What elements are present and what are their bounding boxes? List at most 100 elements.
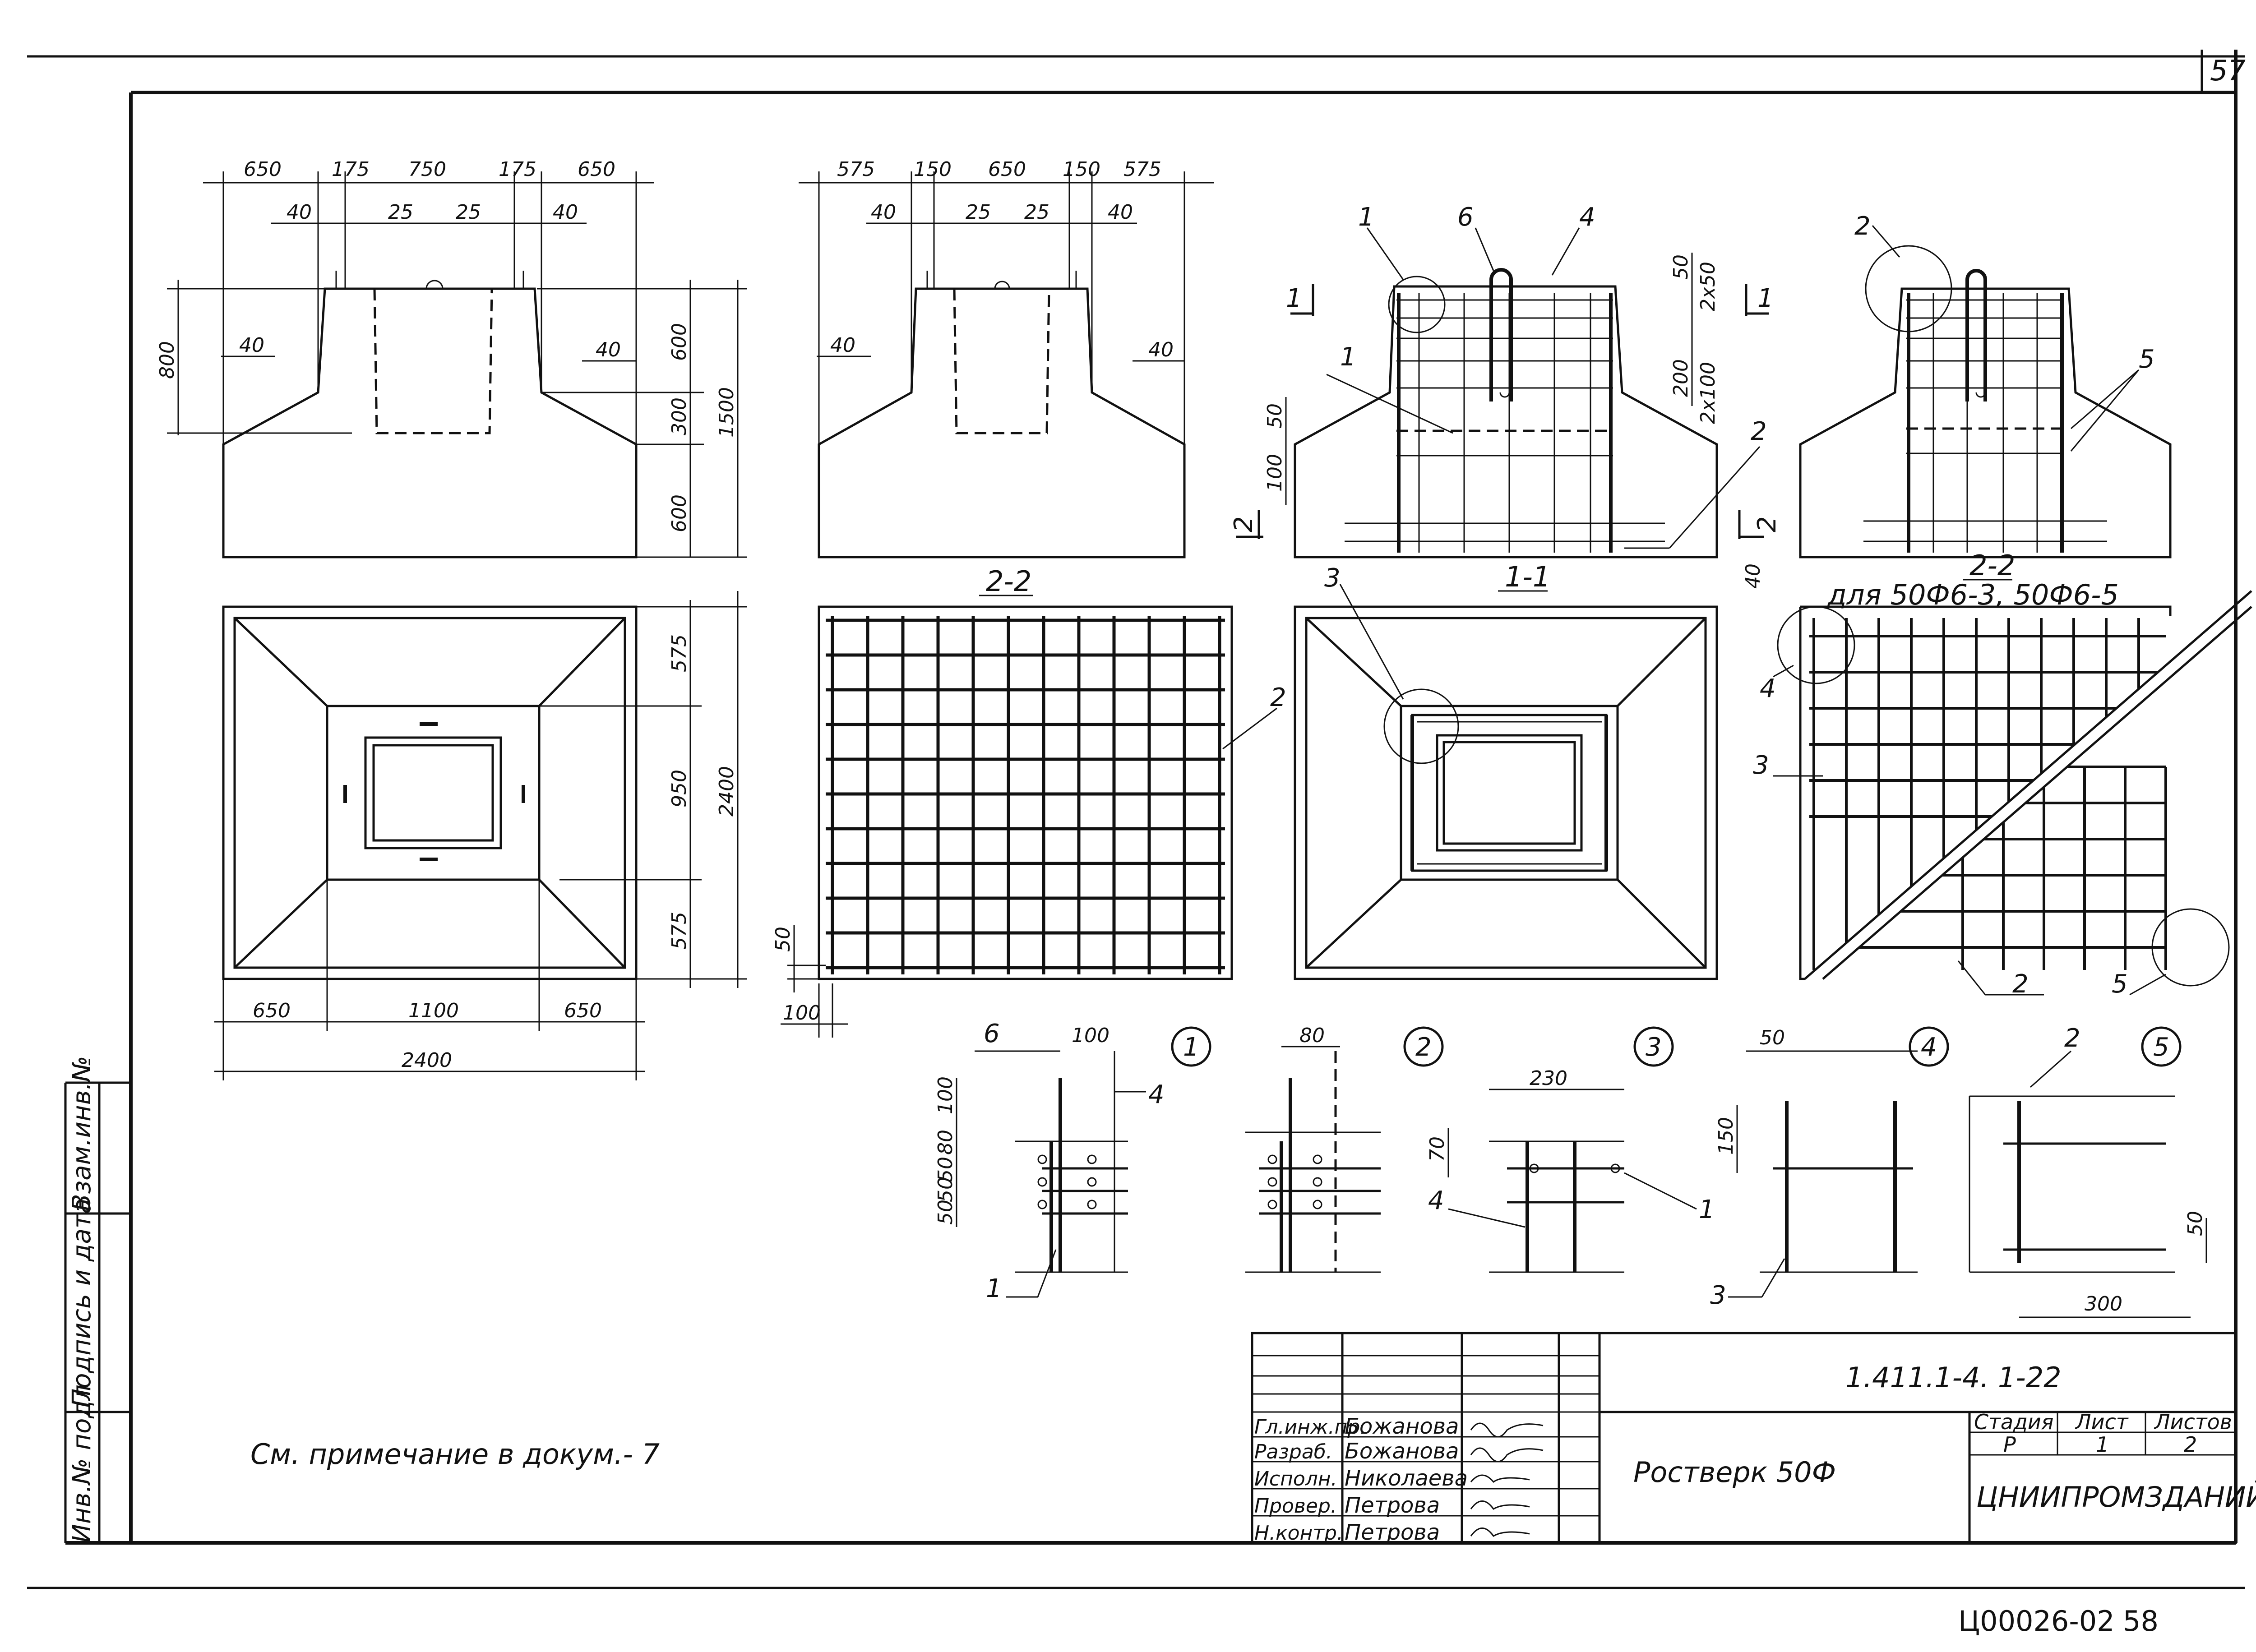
detail-1: 1 6 4 1 100 100 80 50 50 50: [934, 1019, 1211, 1303]
section-mark-2-left: 2: [1229, 516, 1258, 532]
leader-4-detail-3: 4: [1428, 1186, 1444, 1215]
dim-100-mesh: 100: [783, 1001, 821, 1024]
margin-inv-podl: Инв.№ подл: [67, 1384, 97, 1543]
dim-c-200: 200: [1669, 359, 1692, 397]
margin-signature-date: Подпись и дата: [67, 1198, 97, 1407]
detail-1-dim-50c: 50: [934, 1200, 957, 1225]
leader-3-c: 3: [1324, 563, 1341, 593]
sheets-value: 2: [2184, 1432, 2197, 1457]
leader-6-detail: 6: [984, 1019, 1000, 1048]
detail-4: 4 50 150 3: [1710, 1026, 1949, 1310]
dim-575-left: 575: [837, 158, 875, 181]
leader-1-detail: 1: [986, 1274, 1002, 1303]
dim-c-40: 40: [1742, 563, 1765, 589]
dim-40-d: 40: [1108, 201, 1133, 224]
dim-25-c: 25: [966, 201, 991, 224]
dim-800-left: 800: [156, 341, 179, 379]
stage-header: Стадия: [1974, 1410, 2053, 1434]
leader-1-c-mid: 1: [1340, 342, 1356, 372]
name-4: Петрова: [1345, 1493, 1440, 1518]
dim-650-bl: 650: [253, 999, 291, 1022]
name-5: Петрова: [1345, 1520, 1440, 1545]
leader-4-detail: 4: [1148, 1080, 1165, 1109]
detail-3: 3 230 70 4 1: [1426, 1026, 1715, 1273]
dim-1100: 1100: [408, 999, 459, 1022]
detail-1-dim-50b: 50: [934, 1177, 957, 1202]
detail-1-dim-100-top: 100: [1072, 1024, 1110, 1047]
dim-40-b-left: 40: [830, 334, 855, 357]
leader-2-d-plan: 2: [2012, 969, 2029, 999]
stage-value: Р: [2003, 1432, 2016, 1457]
plan-view-d: для 50Ф6-3, 50Ф6-5 4 3 2 5: [1753, 578, 2252, 999]
detail-3-dim-230: 230: [1530, 1067, 1567, 1090]
dim-600-top: 600: [668, 323, 691, 361]
dim-150-right: 150: [1063, 158, 1100, 181]
caption-1-1: 1-1: [1505, 560, 1550, 593]
dim-40-c: 40: [871, 201, 896, 224]
section-mark-1-right: 1: [1757, 284, 1774, 313]
dim-575-right: 575: [1123, 158, 1161, 181]
section-view-c: 1 6 4 1 2 1 1 2 2 50 2х50 200 2х100 50 1…: [1229, 203, 1782, 593]
dim-650-left: 650: [244, 158, 282, 181]
leader-2-d: 2: [1854, 212, 1871, 241]
leader-3-d: 3: [1753, 751, 1769, 780]
leader-2-c: 2: [1751, 417, 1767, 446]
detail-4-dim-150: 150: [1715, 1117, 1738, 1155]
leader-2-detail-5: 2: [2064, 1024, 2080, 1053]
dim-40-a: 40: [287, 201, 312, 224]
leader-1-c-top: 1: [1358, 203, 1374, 232]
section-view-d: 2 5 2-2: [1799, 212, 2172, 582]
detail-1-dim-100: 100: [934, 1076, 957, 1114]
leader-5-d-plan: 5: [2112, 969, 2128, 999]
organization: ЦНИИПРОМЗДАНИЙ: [1976, 1480, 2256, 1514]
leader-4-c: 4: [1579, 203, 1595, 232]
dim-c-50: 50: [1669, 254, 1692, 280]
leader-2-mesh: 2: [1270, 683, 1286, 712]
dim-575-top: 575: [668, 634, 691, 672]
elevation-view-a: 650 175 750 175 650 40 25 25 40 40 40 80…: [156, 158, 747, 558]
section-mark-1-left: 1: [1286, 284, 1302, 313]
leader-5-d: 5: [2139, 345, 2155, 374]
dim-25-a: 25: [388, 201, 413, 224]
dim-150-left: 150: [914, 158, 952, 181]
detail-1-dim-80: 80: [934, 1130, 957, 1155]
dim-c-50-left: 50: [1263, 403, 1286, 429]
dim-2400-bottom: 2400: [402, 1049, 452, 1072]
dim-300: 300: [668, 397, 691, 435]
document-code: 1.411.1-4. 1-22: [1845, 1361, 2062, 1394]
leader-3-detail-4: 3: [1710, 1281, 1726, 1310]
caption-2-2-d: 2-2: [1969, 549, 2015, 582]
detail-2-dim-80: 80: [1299, 1024, 1325, 1047]
partial-mesh: [1809, 618, 2167, 970]
roles-4: Провер.: [1254, 1495, 1337, 1518]
detail-5-dim-50: 50: [2184, 1211, 2207, 1236]
detail-3-number: 3: [1646, 1033, 1662, 1062]
title-block: Гл.инж.пр. Разраб. Исполн. Провер. Н.кон…: [1251, 1332, 2256, 1545]
plan-view-c: 3: [1294, 563, 1718, 980]
detail-1-number: 1: [1183, 1033, 1199, 1062]
name-1: Божанова: [1345, 1414, 1459, 1439]
left-margin-stamp: Инв.№ подл Подпись и дата Взам.инв.№: [64, 1056, 131, 1543]
roles-1: Гл.инж.пр.: [1254, 1416, 1366, 1439]
dim-c-100-left: 100: [1263, 454, 1286, 492]
plan-view-a: 575 950 575 2400 650 1100 650 2400: [214, 591, 747, 1080]
dim-40-b-right: 40: [1148, 338, 1174, 361]
dim-650-br: 650: [564, 999, 602, 1022]
dim-50-mesh: 50: [772, 927, 795, 952]
dim-750: 750: [408, 158, 446, 181]
plan-view-b: 2 50 100: [772, 605, 1286, 1038]
signatures: [1470, 1422, 1544, 1537]
margin-vzam-inv: Взам.инв.№: [67, 1056, 97, 1211]
dim-950: 950: [668, 770, 691, 808]
dim-25-b: 25: [456, 201, 481, 224]
sheet-value: 1: [2096, 1432, 2109, 1457]
leader-1-detail-3: 1: [1699, 1195, 1715, 1224]
archive-number: Ц00026-02: [1958, 1605, 2115, 1638]
dim-650-right: 650: [578, 158, 615, 181]
roles-3: Исполн.: [1254, 1467, 1337, 1490]
detail-3-dim-70: 70: [1426, 1136, 1449, 1162]
dim-175-left: 175: [332, 158, 370, 181]
detail-2-number: 2: [1415, 1033, 1432, 1062]
dim-c-2x100: 2х100: [1697, 362, 1720, 424]
